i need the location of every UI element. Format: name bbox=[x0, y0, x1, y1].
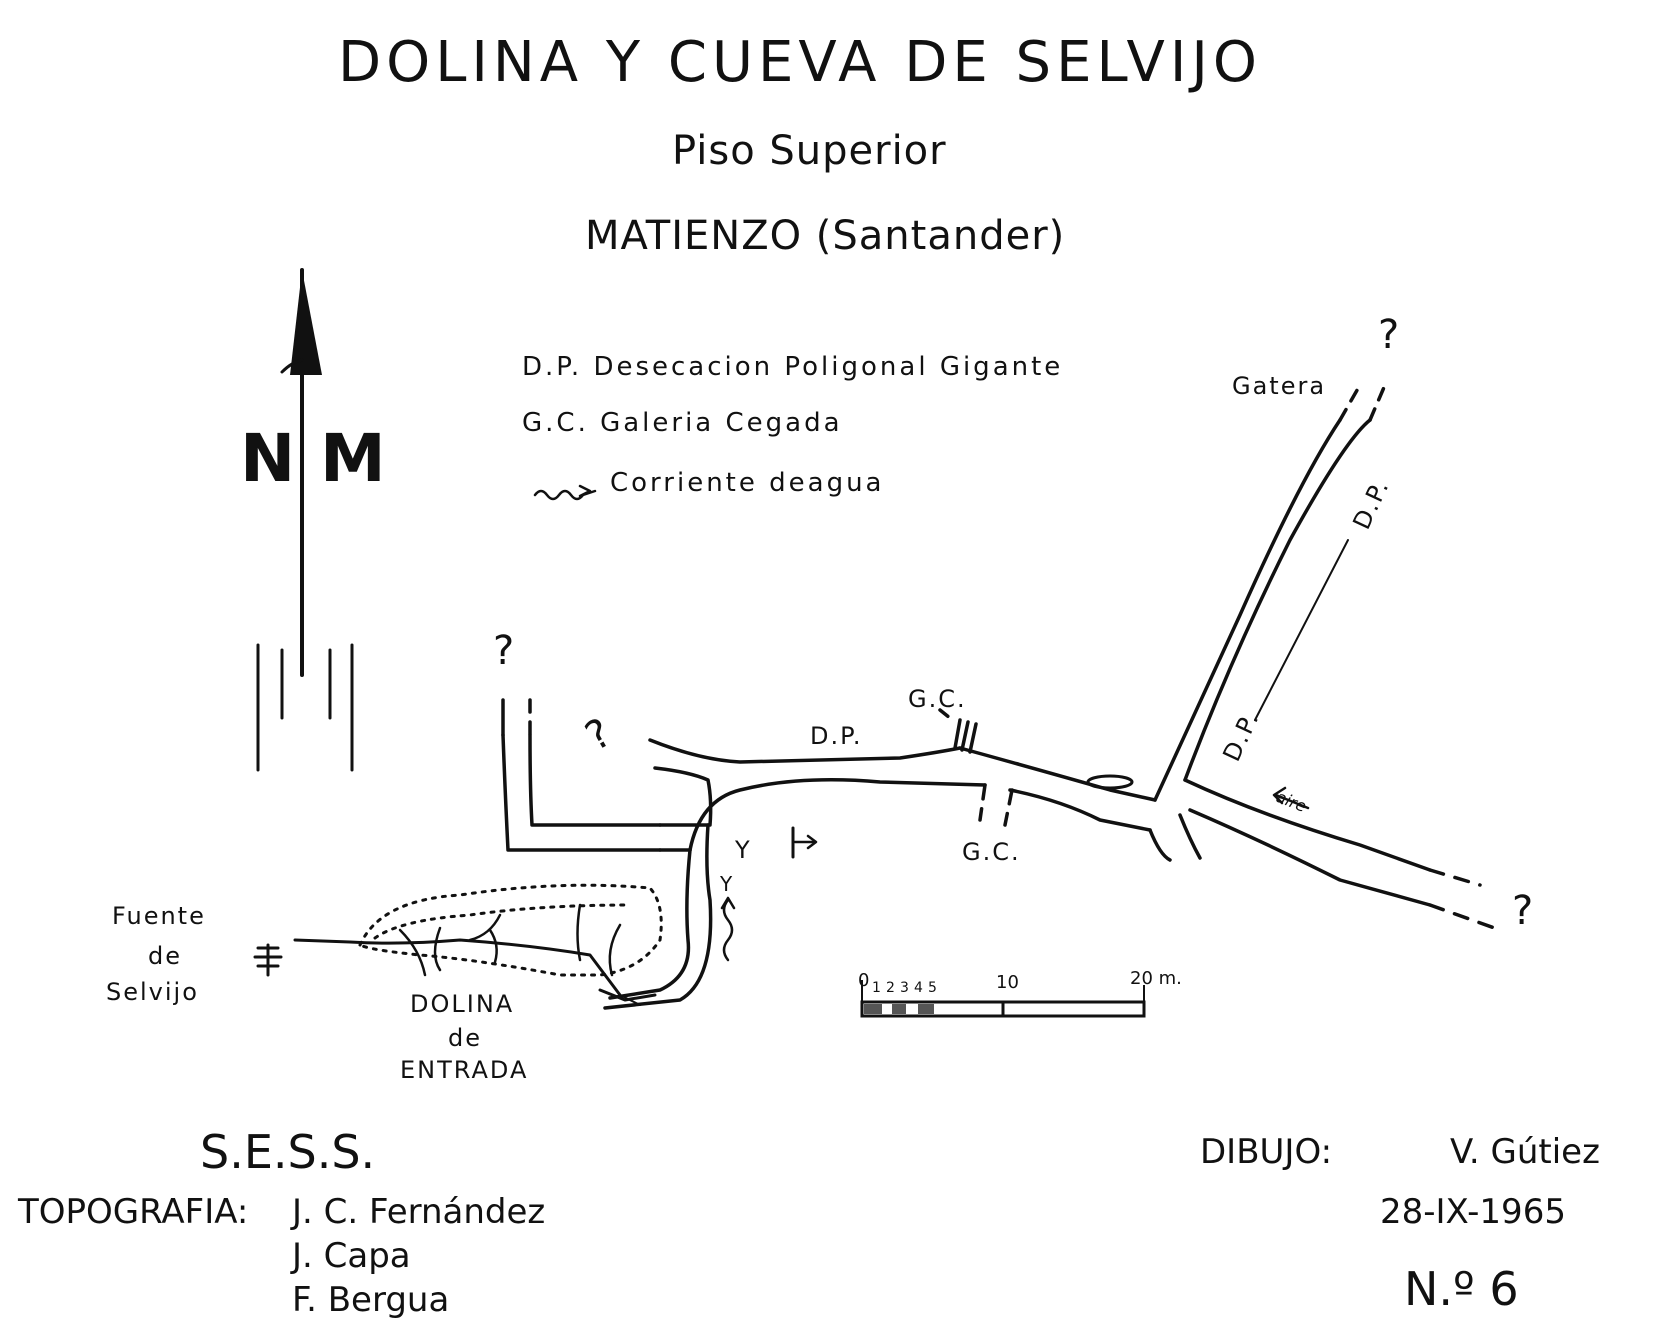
north-label-n: N bbox=[240, 420, 296, 497]
credit-topo-name-3: F. Bergua bbox=[292, 1280, 450, 1320]
scale-tick-2: 2 bbox=[886, 980, 895, 996]
label-gc-bottom: G.C. bbox=[962, 838, 1021, 866]
credit-topo-name-2: J. Capa bbox=[292, 1236, 411, 1276]
label-dolina-3: ENTRADA bbox=[400, 1056, 529, 1084]
label-dp-passage: D.P. bbox=[810, 722, 863, 750]
credit-number: N.º 6 bbox=[1404, 1262, 1519, 1316]
credit-dibujo-name: V. Gútiez bbox=[1450, 1132, 1600, 1172]
scale-tick-0: 0 bbox=[858, 970, 870, 991]
credit-topo-label: TOPOGRAFIA: bbox=[18, 1192, 249, 1232]
label-dolina-2: de bbox=[448, 1024, 482, 1052]
legend-gc: G.C. Galeria Cegada bbox=[522, 408, 843, 438]
label-y-upper: Y bbox=[735, 836, 752, 864]
scale-bar bbox=[860, 980, 1146, 1018]
scale-label-20: 20 m. bbox=[1130, 968, 1182, 989]
scale-tick-3: 3 bbox=[900, 980, 909, 996]
credit-dibujo-label: DIBUJO: bbox=[1200, 1132, 1333, 1172]
map-subtitle: Piso Superior bbox=[672, 128, 947, 174]
main-passage bbox=[603, 383, 1502, 1010]
credit-org: S.E.S.S. bbox=[200, 1125, 376, 1179]
map-title: DOLINA Y CUEVA DE SELVIJO bbox=[338, 30, 1262, 95]
scale-tick-4: 4 bbox=[914, 980, 923, 996]
label-y-lower: Y bbox=[720, 872, 735, 896]
label-fuente-3: Selvijo bbox=[106, 978, 199, 1006]
question-bottom-right: ? bbox=[1512, 888, 1534, 934]
north-arrow bbox=[256, 268, 354, 772]
left-passage bbox=[501, 698, 710, 852]
scale-tick-1: 1 bbox=[872, 980, 881, 996]
question-top-right: ? bbox=[1378, 312, 1400, 358]
dolina-boundary bbox=[293, 883, 663, 1006]
legend-dp: D.P. Desecacion Poligonal Gigante bbox=[522, 352, 1064, 382]
label-fuente-1: Fuente bbox=[112, 902, 206, 930]
question-left: ? bbox=[493, 628, 515, 674]
scale-label-10: 10 bbox=[996, 972, 1019, 993]
water-current-icon bbox=[533, 489, 597, 501]
label-gc-top: G.C. bbox=[908, 685, 967, 713]
map-location: MATIENZO (Santander) bbox=[585, 213, 1066, 259]
legend-water: Corriente deagua bbox=[610, 468, 885, 498]
credit-topo-name-1: J. C. Fernández bbox=[292, 1192, 546, 1232]
spring-icon bbox=[253, 943, 283, 977]
scale-tick-5: 5 bbox=[928, 980, 937, 996]
label-fuente-2: de bbox=[148, 942, 182, 970]
north-label-m: M bbox=[320, 420, 386, 497]
label-gatera: Gatera bbox=[1232, 372, 1327, 400]
credit-date: 28-IX-1965 bbox=[1380, 1192, 1566, 1232]
label-dolina-1: DOLINA bbox=[410, 990, 515, 1018]
